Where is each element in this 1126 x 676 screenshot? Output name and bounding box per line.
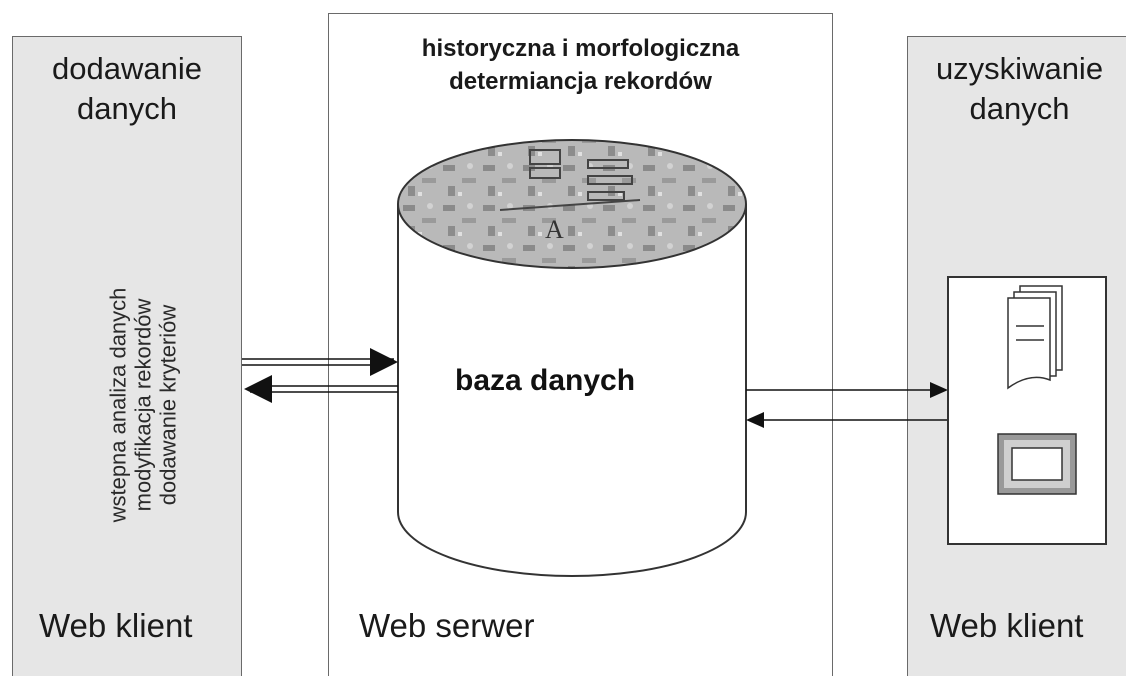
center-title-line2: determiancja rekordów — [449, 68, 712, 95]
database-cylinder-icon: A — [397, 139, 747, 577]
left-client-panel: dodawanie danych wstepna analiza danych … — [12, 36, 242, 676]
center-title-line1: historyczna i morfologiczna — [421, 35, 740, 62]
arrow-right-to-client-icon — [930, 382, 948, 398]
arrow-right-to-server-icon — [370, 348, 398, 376]
right-footer-label: Web klient — [930, 607, 1084, 644]
database-label: baza danych — [455, 364, 636, 397]
documents-icon — [1007, 285, 1063, 390]
center-panel-title: historyczna i morfologiczna determiancja… — [329, 32, 832, 98]
center-footer-label: Web serwer — [359, 607, 535, 644]
left-panel-title: dodawanie danych — [13, 49, 241, 129]
arrow-left-to-client-icon — [244, 375, 272, 403]
right-title-line1: uzyskiwanie — [935, 51, 1104, 86]
right-title-line2: danych — [969, 91, 1070, 126]
left-footer-label: Web klient — [39, 607, 193, 644]
right-arrows — [746, 382, 948, 428]
svg-text:A: A — [545, 215, 564, 244]
arrow-left-to-server-icon — [746, 412, 764, 428]
left-title-line2: danych — [77, 91, 177, 126]
left-title-line1: dodawanie — [52, 51, 202, 86]
right-panel-title: uzyskiwanie danych — [908, 49, 1126, 129]
left-arrows — [242, 348, 398, 403]
monitor-icon — [997, 433, 1077, 495]
